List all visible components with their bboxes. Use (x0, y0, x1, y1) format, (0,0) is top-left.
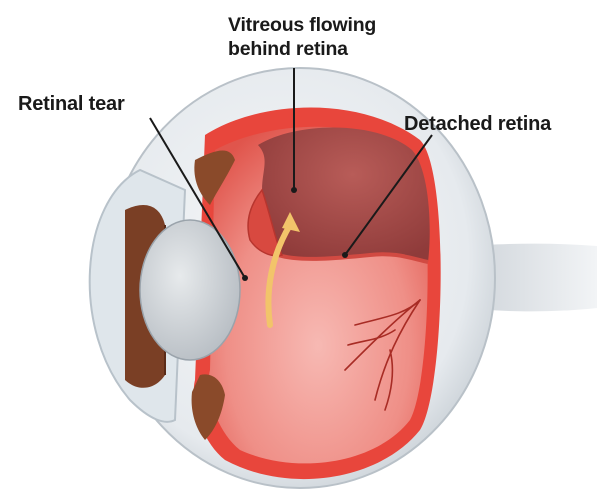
lens (140, 220, 240, 360)
vitreous-flowing-label: Vitreous flowing behind retina (228, 13, 376, 61)
vitreous-label-line2: behind retina (228, 37, 376, 61)
retinal-tear-label: Retinal tear (18, 92, 125, 116)
detached-retina-label: Detached retina (404, 112, 551, 136)
optic-nerve (485, 244, 597, 312)
vitreous-label-line1: Vitreous flowing (228, 13, 376, 37)
